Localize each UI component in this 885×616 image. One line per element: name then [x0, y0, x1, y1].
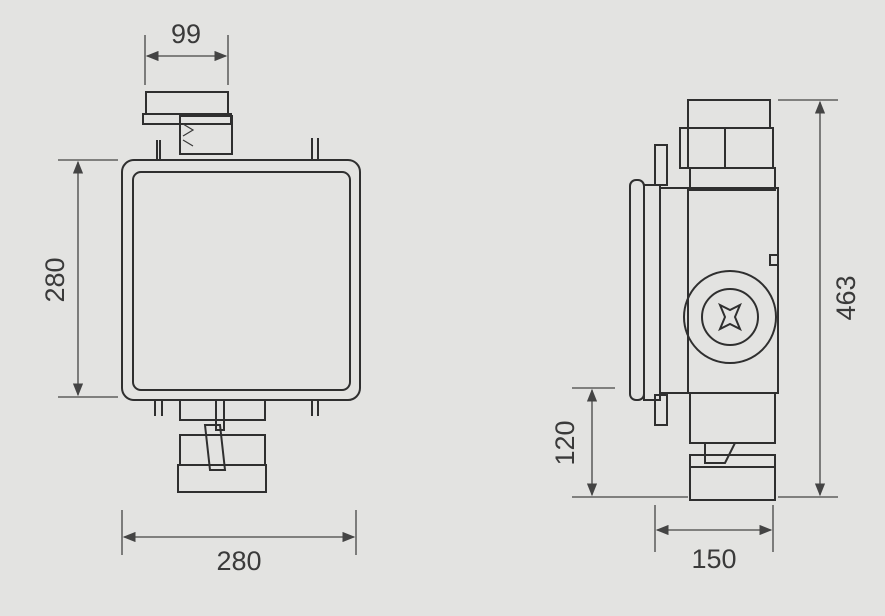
dim-label-120: 120 [550, 420, 580, 465]
front-view: 99 280 280 [40, 19, 361, 576]
dim-depth: 150 [654, 505, 774, 574]
side-top-duct [679, 99, 776, 191]
dim-front-height: 280 [40, 159, 118, 398]
front-body [121, 159, 361, 401]
dim-total-height: 463 [778, 99, 861, 498]
dim-label-99: 99 [171, 19, 201, 49]
side-bottom-duct [689, 392, 776, 501]
side-view: 463 120 150 [550, 99, 861, 574]
side-connector-port [683, 270, 777, 364]
dim-label-280-horizontal: 280 [216, 546, 261, 576]
front-top-duct [142, 91, 233, 160]
dim-top-width: 99 [144, 19, 229, 85]
dim-bottom-outlet: 120 [550, 387, 688, 498]
front-panel [132, 171, 351, 391]
front-bottom-duct [177, 399, 267, 493]
side-mounting-plate [629, 179, 645, 401]
dim-label-280-vertical: 280 [40, 257, 70, 302]
dim-label-150: 150 [691, 544, 736, 574]
dim-label-463: 463 [831, 275, 861, 320]
dim-front-width: 280 [121, 510, 357, 576]
